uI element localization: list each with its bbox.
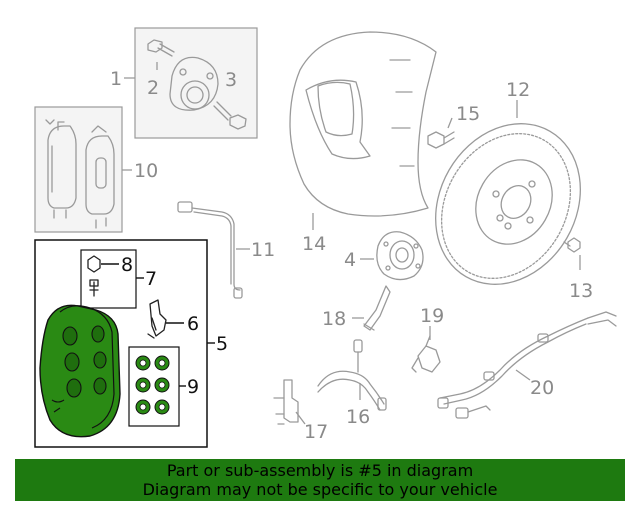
wear-sensor-cable[interactable] — [437, 311, 617, 419]
brake-wear-sensor-line[interactable] — [177, 201, 243, 299]
callout-10[interactable]: 10 — [134, 160, 158, 182]
callout-14[interactable]: 14 — [302, 233, 326, 255]
speed-sensor[interactable] — [411, 335, 441, 373]
callout-20[interactable]: 20 — [530, 377, 554, 399]
piston-seal-kit-icon — [135, 355, 170, 415]
callout-9[interactable]: 9 — [187, 376, 199, 398]
bolt-icon — [147, 39, 175, 57]
callout-3[interactable]: 3 — [225, 69, 237, 91]
brake-pad-icon — [45, 119, 77, 219]
hose-bracket[interactable] — [363, 285, 391, 331]
brake-caliper-icon — [39, 304, 121, 438]
callout-15[interactable]: 15 — [456, 103, 480, 125]
callout-5[interactable]: 5 — [216, 333, 228, 355]
group-1-hub-carrier[interactable] — [134, 27, 258, 139]
callout-19[interactable]: 19 — [420, 305, 444, 327]
screw-icon[interactable] — [563, 237, 581, 253]
callout-12[interactable]: 12 — [506, 79, 530, 101]
group-5-caliper-assembly[interactable]: 8 7 6 — [34, 239, 208, 448]
anti-rattle-clip-icon — [147, 299, 167, 339]
notice-banner: Part or sub-assembly is #5 in diagram Di… — [15, 459, 625, 501]
rotor-bolt-icon[interactable] — [427, 131, 455, 149]
callout-1[interactable]: 1 — [110, 68, 122, 90]
brake-pad-icon — [85, 125, 115, 229]
sensor-harness[interactable] — [317, 339, 387, 411]
hub-carrier-icon — [169, 56, 219, 111]
bolt-icon — [213, 101, 247, 130]
splash-shield[interactable] — [289, 31, 437, 217]
brake-rotor[interactable] — [407, 97, 609, 310]
callout-2[interactable]: 2 — [147, 77, 159, 99]
notice-line-1: Part or sub-assembly is #5 in diagram — [166, 461, 474, 480]
wheel-hub[interactable] — [376, 231, 424, 281]
notice-line-2: Diagram may not be specific to your vehi… — [142, 480, 498, 499]
callout-8[interactable]: 8 — [121, 254, 133, 276]
exploded-brake-diagram: 1 2 3 10 11 8 — [34, 27, 617, 448]
harness-bracket[interactable] — [273, 379, 299, 425]
callout-6[interactable]: 6 — [187, 313, 199, 335]
group-10-brake-pads[interactable] — [34, 106, 123, 233]
callout-16[interactable]: 16 — [346, 406, 370, 428]
callout-4[interactable]: 4 — [344, 249, 356, 271]
callout-7[interactable]: 7 — [145, 268, 157, 290]
callout-17[interactable]: 17 — [304, 421, 328, 443]
callout-13[interactable]: 13 — [569, 280, 593, 302]
callout-11[interactable]: 11 — [251, 239, 275, 261]
callout-18[interactable]: 18 — [322, 308, 346, 330]
bleeder-screw-icon — [87, 255, 101, 297]
